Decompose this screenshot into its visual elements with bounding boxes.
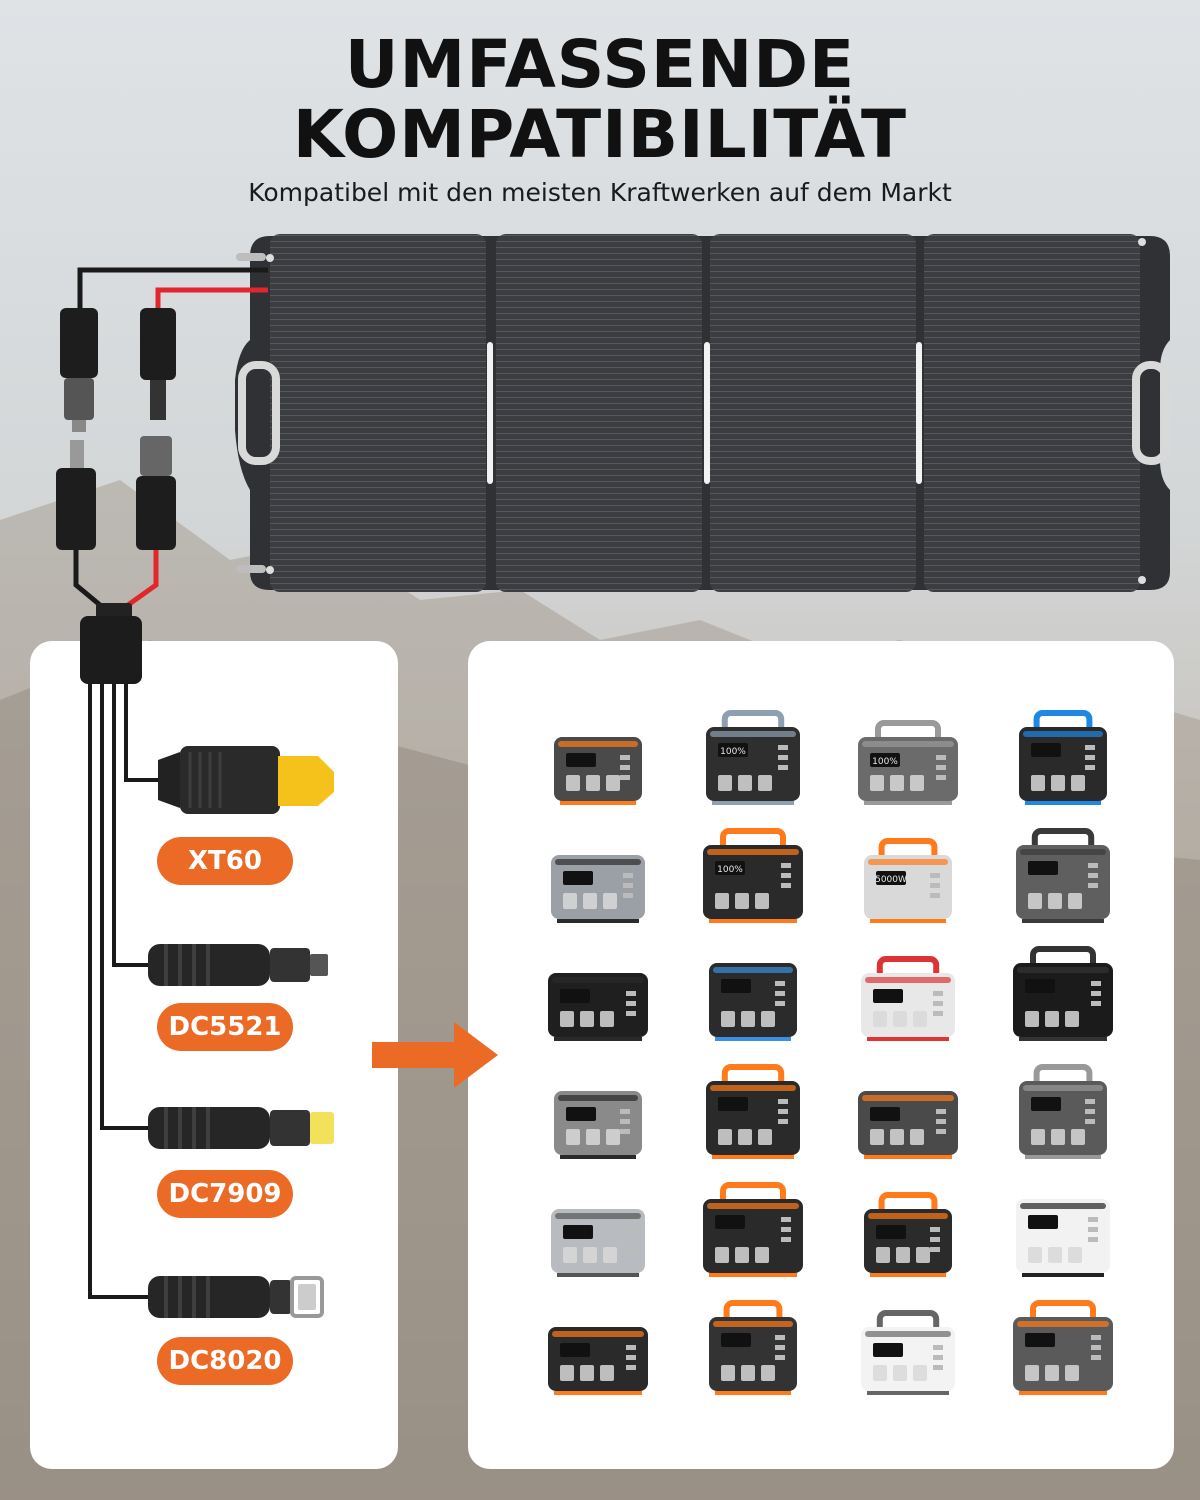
page-title: UMFASSENDE KOMPATIBILITÄT: [0, 30, 1200, 170]
power-station-icon: 5000W: [830, 818, 985, 936]
page-subtitle: Kompatibel mit den meisten Kraftwerken a…: [248, 178, 952, 207]
cable-black: [77, 267, 268, 310]
connector-label-dc7909: DC7909: [157, 1170, 293, 1218]
power-station-icon: [830, 1290, 985, 1408]
power-station-icon: [985, 700, 1140, 818]
power-station-icon: [675, 1172, 830, 1290]
power-station-icon: [985, 1290, 1140, 1408]
connector-label-dc5521: DC5521: [157, 1003, 293, 1051]
power-station-icon: [520, 1290, 675, 1408]
svg-text:100%: 100%: [720, 747, 746, 757]
connector-label-dc8020: DC8020: [157, 1337, 293, 1385]
right-handle: [1132, 361, 1170, 465]
svg-text:100%: 100%: [717, 865, 743, 875]
power-station-icon: 100%: [675, 818, 830, 936]
power-station-icon: [985, 1054, 1140, 1172]
panel-4: [924, 234, 1140, 592]
left-handle: [238, 361, 280, 465]
power-station-icon: 100%: [675, 700, 830, 818]
power-station-icon: [520, 818, 675, 936]
mc4-connector-bottom: [56, 436, 176, 550]
mc4-connector-top: [60, 308, 176, 432]
svg-text:5000W: 5000W: [875, 875, 907, 885]
dc5521-connector-icon: [148, 944, 328, 986]
dc8020-connector-icon: [148, 1276, 324, 1318]
power-station-icon: [830, 936, 985, 1054]
power-station-icon: [675, 1054, 830, 1172]
power-station-icon: [985, 818, 1140, 936]
power-station-icon: [675, 936, 830, 1054]
power-station-icon: [520, 1054, 675, 1172]
svg-text:100%: 100%: [872, 757, 898, 767]
panel-3: [710, 234, 916, 592]
power-station-icon: [520, 700, 675, 818]
connector-label-xt60: XT60: [157, 837, 293, 885]
panel-1: [270, 234, 486, 592]
power-station-icon: [985, 1172, 1140, 1290]
solar-panel-icon: [235, 234, 1170, 592]
power-station-icon: [985, 936, 1140, 1054]
title-line-2: KOMPATIBILITÄT: [292, 96, 908, 173]
power-station-grid: 100% 100% 100% 5000W: [520, 700, 1140, 1408]
xt60-connector-icon: [158, 746, 334, 814]
power-station-icon: [830, 1172, 985, 1290]
power-station-icon: [520, 1172, 675, 1290]
power-station-icon: [675, 1290, 830, 1408]
arrow-right-icon: [372, 1022, 498, 1088]
power-station-icon: [830, 1054, 985, 1172]
power-station-icon: 100%: [830, 700, 985, 818]
dc7909-connector-icon: [148, 1107, 334, 1149]
panel-2: [496, 234, 702, 592]
title-line-1: UMFASSENDE: [344, 26, 856, 103]
cable-red: [155, 287, 268, 310]
cable-splitter: [80, 616, 142, 684]
power-station-icon: [520, 936, 675, 1054]
